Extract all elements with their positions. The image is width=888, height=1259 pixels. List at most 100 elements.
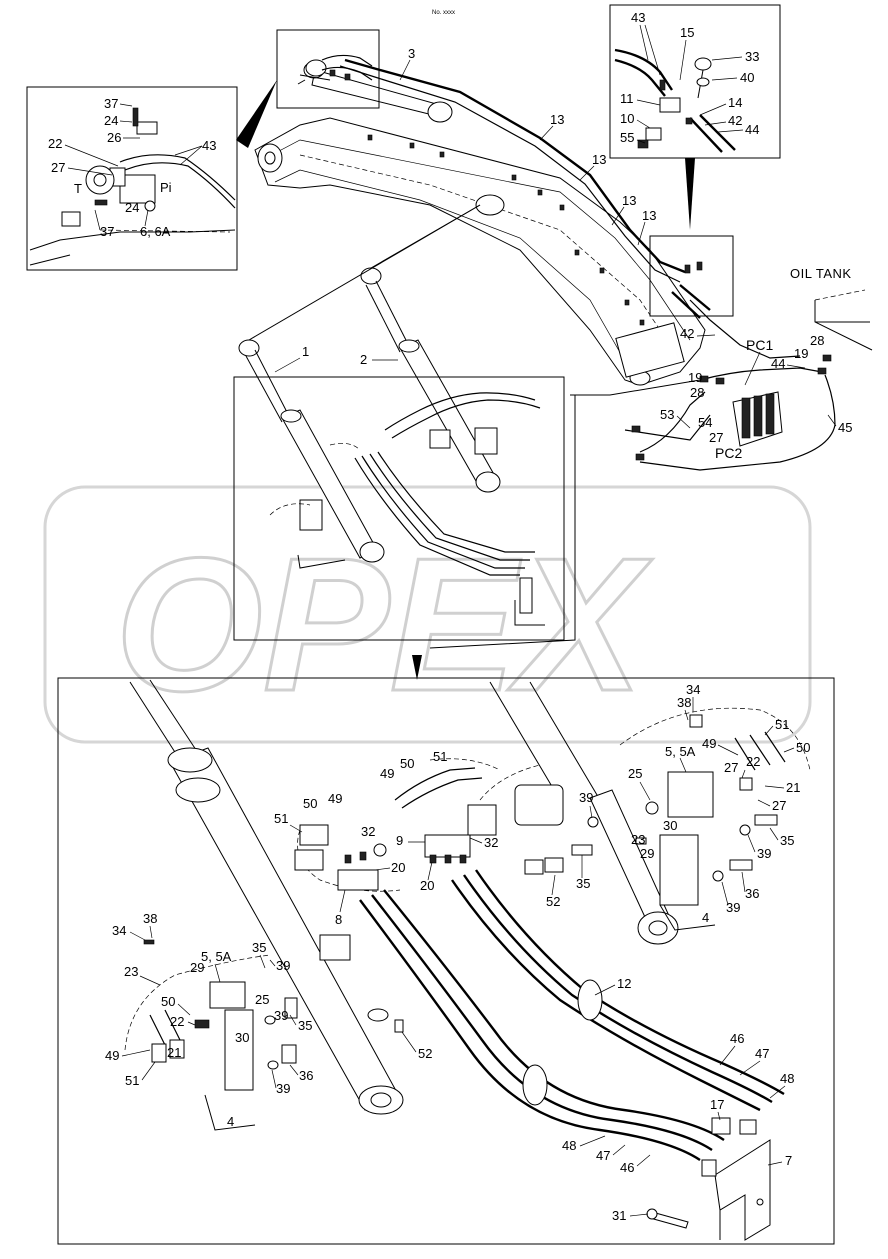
label-39e: 39	[274, 1008, 288, 1023]
label-pi: Pi	[160, 180, 172, 195]
boom-end-fittings	[671, 261, 711, 319]
label-42a: 42	[728, 113, 742, 128]
label-22c: 22	[170, 1014, 184, 1029]
label-25a: 25	[628, 766, 642, 781]
label-35c: 35	[252, 940, 266, 955]
hose-13	[344, 58, 686, 274]
label-25b: 25	[255, 992, 269, 1007]
label-50d: 50	[161, 994, 175, 1009]
label-14: 14	[728, 95, 742, 110]
lower-left-valve-group	[124, 939, 298, 1131]
label-23a: 23	[631, 832, 645, 847]
label-34b: 34	[112, 923, 126, 938]
label-39a: 39	[579, 790, 593, 805]
label-27a: 27	[51, 160, 65, 175]
label-28a: 28	[810, 333, 824, 348]
inset-pilot-valve	[26, 86, 238, 271]
label-19b: 19	[688, 370, 702, 385]
bolt-31	[646, 1208, 689, 1229]
label-4a: 4	[702, 910, 709, 925]
callout-arrow-upper-right	[685, 158, 695, 230]
label-36b: 36	[299, 1068, 313, 1083]
bracket-7	[701, 1117, 771, 1241]
label-13c: 13	[622, 193, 636, 208]
label-8: 8	[335, 912, 342, 927]
label-11: 11	[620, 91, 634, 106]
label-32a: 32	[484, 835, 498, 850]
inset-boom-cylinder-piping	[233, 376, 565, 641]
label-37b: 37	[100, 224, 114, 239]
label-24b: 24	[125, 200, 139, 215]
label-50b: 50	[400, 756, 414, 771]
label-48b: 48	[562, 1138, 576, 1153]
lower-center-clamp-group	[394, 758, 564, 875]
label-44a: 44	[745, 122, 759, 137]
label-pc2: PC2	[715, 445, 742, 461]
label-22a: 22	[48, 136, 62, 151]
label-49b: 49	[380, 766, 394, 781]
label-36a: 36	[745, 886, 759, 901]
label-32b: 32	[361, 824, 375, 839]
hose-bundle-46-47-48	[359, 869, 785, 1161]
label-49d: 49	[105, 1048, 119, 1063]
label-t: T	[74, 181, 82, 196]
label-43b: 43	[631, 10, 645, 25]
boom-pin-line-2	[370, 204, 481, 269]
label-44b: 44	[771, 356, 785, 371]
label-53: 53	[660, 407, 674, 422]
label-5-5a-a: 5, 5A	[665, 744, 696, 759]
label-34a: 34	[686, 682, 700, 697]
boom-cylinder-1	[238, 339, 385, 563]
label-pc1: PC1	[746, 337, 773, 353]
watermark: OPEX	[43, 485, 812, 744]
lower-boom-cylinder-left	[129, 679, 404, 1115]
inset-hose-clamp	[609, 4, 781, 159]
inset-boom-end	[649, 235, 734, 317]
leader-control-valve	[429, 395, 576, 649]
label-51c: 51	[274, 811, 288, 826]
label-2: 2	[360, 352, 367, 367]
label-13b: 13	[592, 152, 606, 167]
callout-arrow-middle	[412, 655, 422, 680]
label-29a: 29	[640, 846, 654, 861]
label-35a: 35	[780, 833, 794, 848]
label-27d: 27	[772, 798, 786, 813]
label-10: 10	[620, 111, 634, 126]
label-24a: 24	[104, 113, 118, 128]
label-33: 33	[745, 49, 759, 64]
oil-tank: OIL TANK	[790, 266, 873, 351]
label-51b: 51	[433, 749, 447, 764]
label-50a: 50	[796, 740, 810, 755]
label-30a: 30	[663, 818, 677, 833]
label-15: 15	[680, 25, 694, 40]
label-52b: 52	[418, 1046, 432, 1061]
label-39f: 39	[276, 1081, 290, 1096]
label-5-5a-b: 5, 5A	[201, 949, 232, 964]
label-48a: 48	[780, 1071, 794, 1086]
control-valve	[624, 354, 836, 471]
label-42b: 42	[680, 326, 694, 341]
label-35d: 35	[298, 1018, 312, 1033]
label-51a: 51	[775, 717, 789, 732]
label-27c: 27	[724, 760, 738, 775]
label-49a: 49	[702, 736, 716, 751]
label-52a: 52	[546, 894, 560, 909]
label-20a: 20	[420, 878, 434, 893]
label-51d: 51	[125, 1073, 139, 1088]
label-47b: 47	[596, 1148, 610, 1163]
label-45: 45	[838, 420, 852, 435]
label-1: 1	[302, 344, 309, 359]
label-35b: 35	[576, 876, 590, 891]
label-6-6a: 6, 6A	[140, 224, 171, 239]
label-43a: 43	[202, 138, 216, 153]
label-19a: 19	[794, 346, 808, 361]
label-17: 17	[710, 1097, 724, 1112]
label-40: 40	[740, 70, 754, 85]
label-49c: 49	[328, 791, 342, 806]
page-mark: No. xxxx	[432, 10, 455, 16]
oil-tank-label: OIL TANK	[790, 266, 852, 281]
label-39b: 39	[757, 846, 771, 861]
label-9: 9	[396, 833, 403, 848]
label-38a: 38	[677, 695, 691, 710]
